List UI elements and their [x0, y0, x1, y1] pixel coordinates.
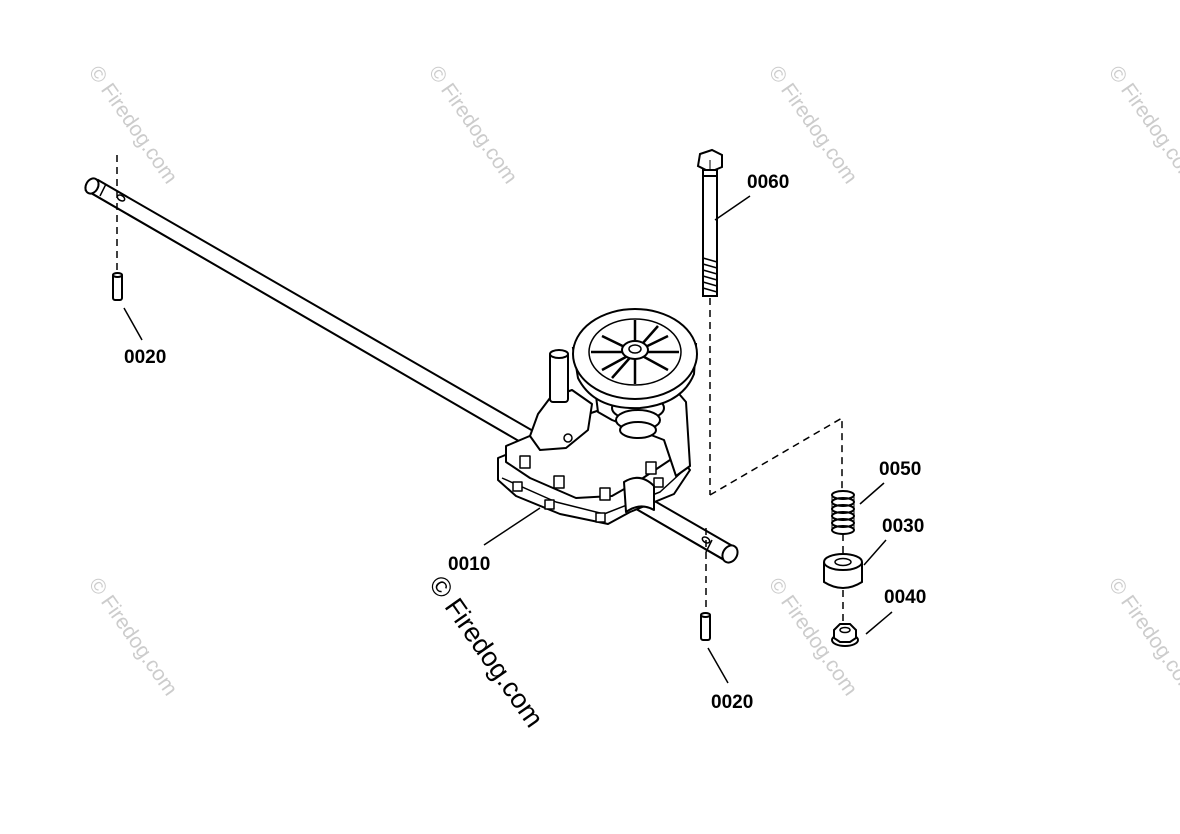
flange-nut-0040 — [831, 623, 859, 647]
drive-pulley — [571, 308, 698, 410]
spring-0050 — [831, 490, 855, 535]
callout-0040: 0040 — [884, 587, 926, 608]
leader-0030 — [863, 539, 887, 566]
roll-pin-bottom — [700, 612, 711, 641]
leader-0010 — [483, 507, 541, 546]
leader-0020-bottom — [707, 647, 729, 684]
callout-0020-top: 0020 — [124, 347, 166, 368]
watermark-2: © Firedog.com — [424, 62, 522, 188]
leader-lines — [123, 195, 893, 684]
spacer-0030 — [823, 553, 863, 589]
callout-0020-bottom: 0020 — [711, 692, 753, 713]
housing-bolts — [512, 455, 664, 523]
shaft-boss — [623, 476, 655, 513]
watermark-1: © Firedog.com — [84, 62, 182, 188]
watermark-main: © Firedog.com — [423, 570, 549, 733]
roll-pin-top — [112, 272, 123, 301]
callout-0030: 0030 — [882, 516, 924, 537]
bolt-threads — [702, 257, 718, 293]
watermark-3: © Firedog.com — [764, 62, 862, 188]
callout-0060: 0060 — [747, 172, 789, 193]
leader-0050 — [859, 482, 885, 505]
leader-0060 — [714, 195, 751, 221]
callouts: 0060 0020 0050 0030 0040 0010 0020 — [124, 172, 926, 713]
watermark-5: © Firedog.com — [84, 574, 182, 700]
leader-0040 — [865, 611, 893, 635]
leader-0020-top — [123, 307, 143, 341]
watermark-7: © Firedog.com — [1104, 574, 1180, 700]
callout-0050: 0050 — [879, 459, 921, 480]
callout-0010: 0010 — [448, 554, 490, 575]
watermark-4: © Firedog.com — [1104, 62, 1180, 188]
assembly-dashed-lines — [116, 155, 844, 624]
bolt-0060 — [696, 148, 723, 297]
shift-lever-post — [549, 351, 569, 403]
